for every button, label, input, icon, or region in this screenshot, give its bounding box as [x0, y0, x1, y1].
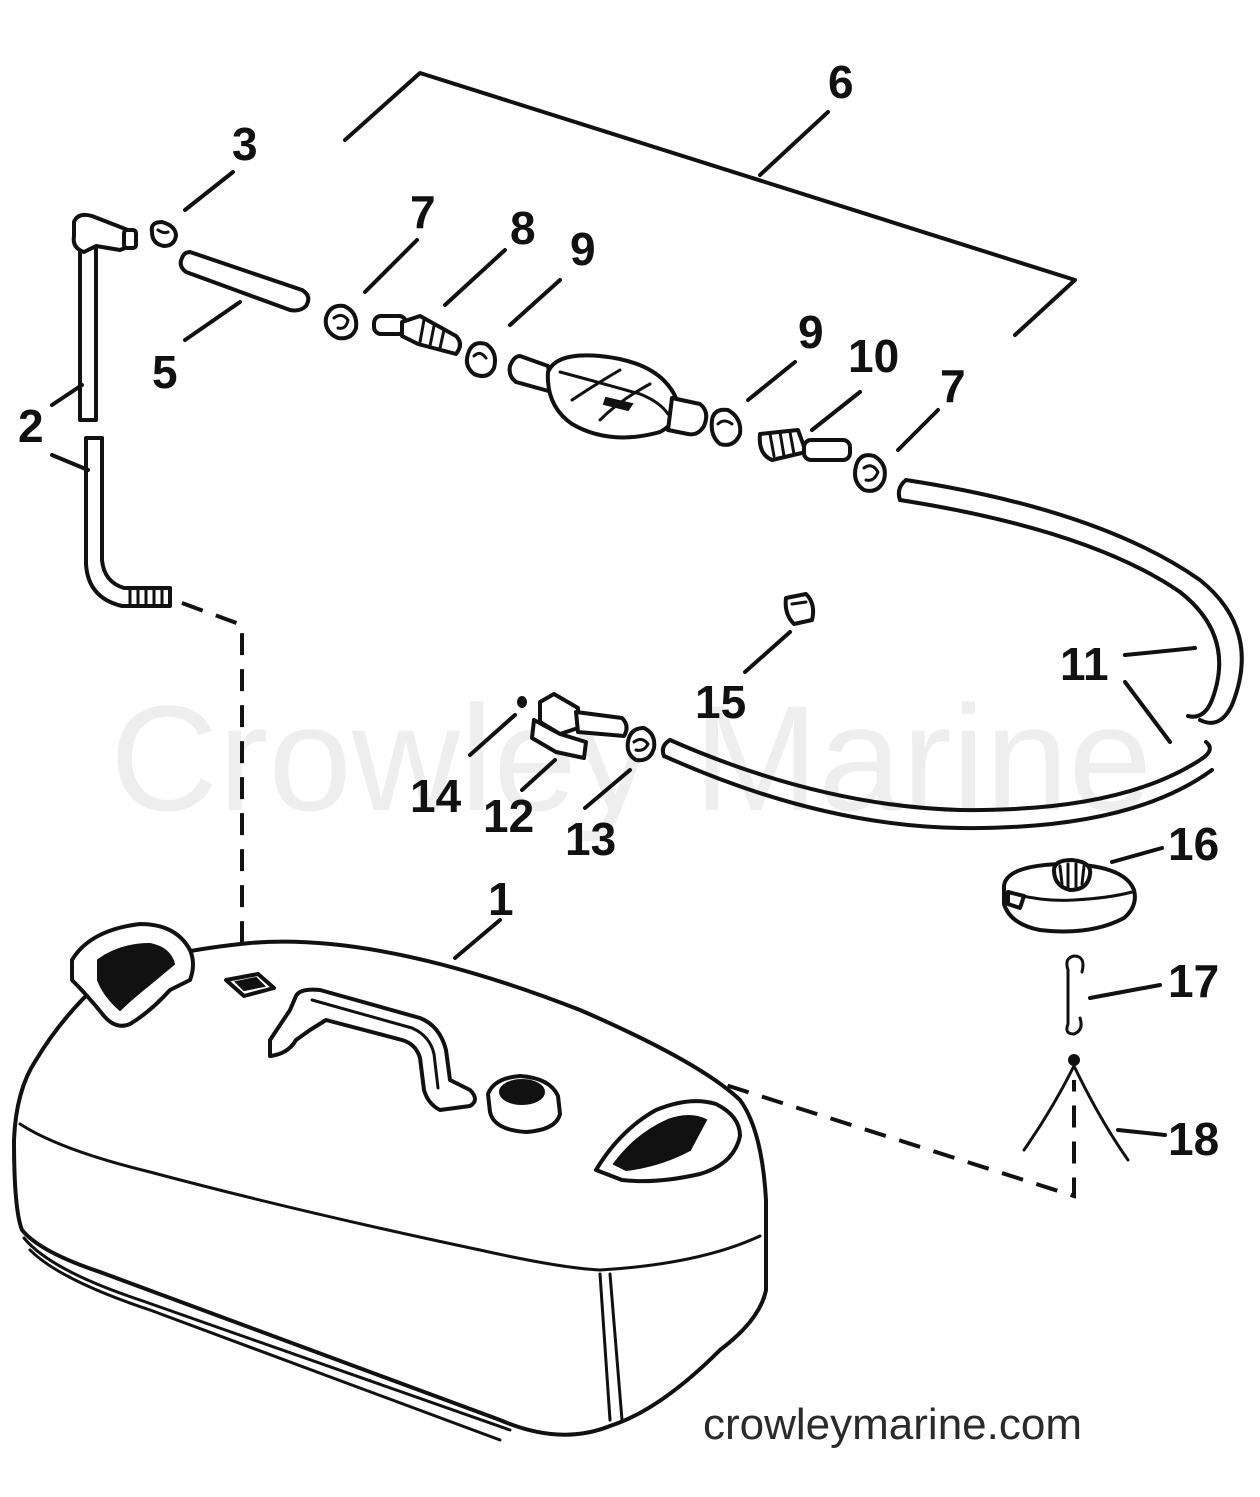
o-ring-14 — [468, 696, 527, 757]
primer-bulb — [507, 353, 709, 440]
callout-7-left: 7 — [410, 186, 436, 238]
callout-10: 10 — [848, 330, 899, 382]
callout-16: 16 — [1168, 818, 1219, 870]
callout-9-right: 9 — [798, 306, 824, 358]
clamp-9-left — [464, 278, 562, 378]
callout-7-right: 7 — [940, 360, 966, 412]
callout-6: 6 — [828, 56, 854, 108]
hose-5 — [178, 250, 311, 342]
callout-17: 17 — [1168, 955, 1219, 1007]
fitting-8 — [372, 248, 507, 356]
clamp-9-right — [709, 360, 797, 447]
callout-11: 11 — [1060, 638, 1109, 690]
callout-13: 13 — [565, 813, 616, 865]
clamp-3 — [149, 170, 235, 248]
clamp-7-left — [323, 238, 419, 341]
pickup-tube — [50, 212, 172, 608]
fuel-cap-16 — [1002, 846, 1164, 934]
callout-12: 12 — [483, 790, 534, 842]
callout-15: 15 — [695, 676, 746, 728]
clamp-7-right — [853, 408, 940, 493]
clip-15 — [743, 592, 816, 674]
callout-14: 14 — [410, 770, 462, 822]
callout-8: 8 — [510, 202, 536, 254]
fuel-tank-1 — [12, 918, 768, 1442]
fitting-10 — [757, 390, 862, 462]
callout-labels: 1 2 3 5 6 7 7 8 9 9 10 11 12 13 14 15 16… — [18, 56, 1219, 1165]
retainer-chain-18 — [1022, 1054, 1167, 1162]
callout-2: 2 — [18, 400, 44, 452]
site-url-text: crowleymarine.com — [703, 1400, 1082, 1449]
callout-5: 5 — [152, 346, 178, 398]
assembly-bracket-6 — [343, 71, 1077, 337]
fuel-hose-11 — [660, 478, 1244, 831]
connector-12 — [520, 692, 629, 792]
callout-1: 1 — [488, 873, 514, 925]
callout-3: 3 — [232, 118, 258, 170]
hook-wire-17 — [1065, 954, 1162, 1036]
callout-9-left: 9 — [570, 223, 596, 275]
clamp-13 — [583, 726, 657, 810]
callout-18: 18 — [1168, 1113, 1219, 1165]
